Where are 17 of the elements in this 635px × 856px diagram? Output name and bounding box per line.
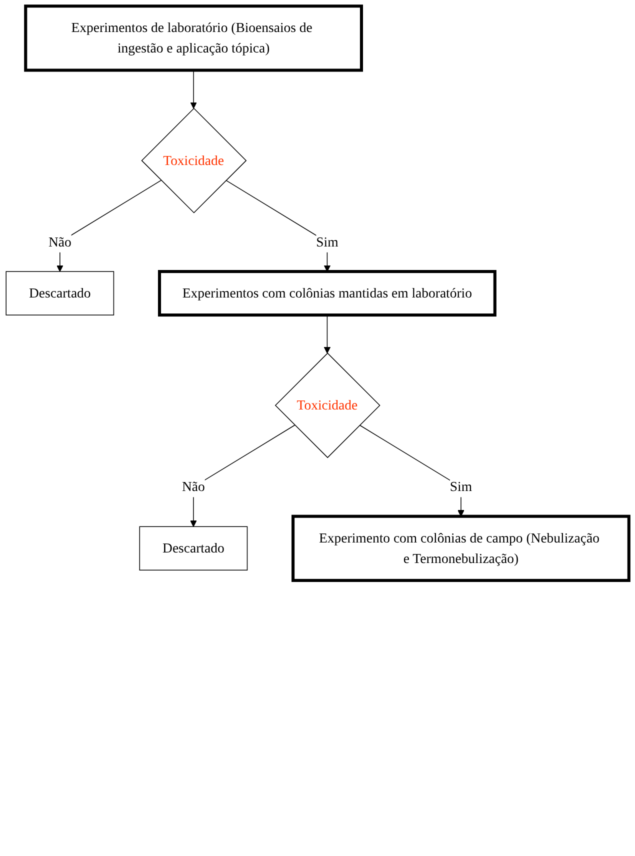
node-diamond: Toxicidade — [141, 108, 247, 214]
arrow — [56, 180, 162, 272]
node-box: Descartado — [6, 271, 114, 316]
node-box: Experimentos de laboratório (Bioensaios de ingestão e aplicação tópica) — [24, 4, 363, 72]
arrow — [226, 180, 331, 272]
node-box: Experimentos com colônias mantidas em laboratório — [158, 270, 496, 317]
node-diamond: Toxicidade — [274, 352, 380, 458]
edge-label: Não — [48, 234, 72, 250]
arrow — [190, 70, 197, 109]
edge-label: Sim — [450, 478, 472, 494]
arrow — [190, 424, 296, 527]
node-box: Descartado — [139, 526, 248, 571]
edge-label: Sim — [316, 234, 338, 250]
arrow — [324, 314, 331, 354]
edge-label: Não — [182, 478, 205, 494]
arrow — [359, 424, 464, 517]
node-box: Experimento com colônias de campo (Nebulização e Termonebulização) — [292, 514, 630, 582]
